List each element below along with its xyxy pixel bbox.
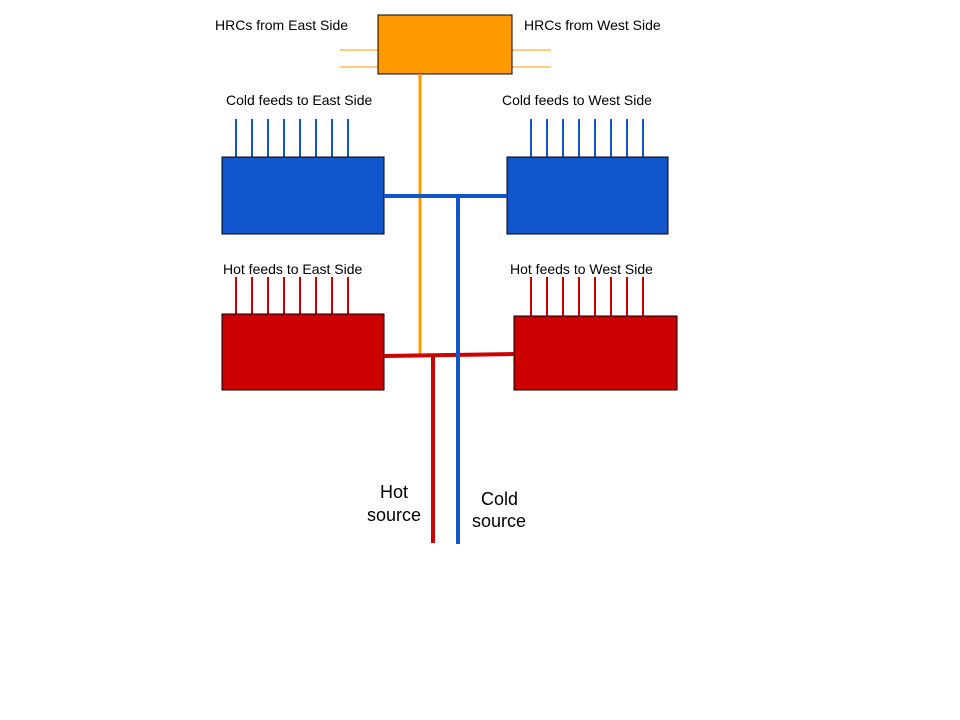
hrc-manifold-box bbox=[377, 14, 513, 75]
hot-west-label: Hot feeds to West Side bbox=[510, 261, 653, 277]
cold-east-feed-lines bbox=[235, 119, 349, 157]
hot-west-manifold bbox=[513, 315, 678, 391]
hot-source-label-line1: Hot bbox=[380, 482, 408, 502]
cold-east-label: Cold feeds to East Side bbox=[226, 92, 373, 108]
hot-east-manifold bbox=[221, 313, 385, 391]
cold-west-manifold bbox=[506, 156, 669, 235]
hot-header-pipe bbox=[383, 352, 515, 358]
cold-west-label: Cold feeds to West Side bbox=[502, 92, 652, 108]
hot-west-feed-lines bbox=[530, 277, 644, 316]
hrc-west-label: HRCs from West Side bbox=[524, 17, 661, 33]
cold-west-feed-lines bbox=[530, 119, 644, 157]
hrc-manifold-group bbox=[340, 14, 551, 75]
cold-source-label-line1: Cold bbox=[481, 489, 518, 509]
hrc-east-label: HRCs from East Side bbox=[215, 17, 348, 33]
hot-source-label-line2: source bbox=[367, 505, 421, 525]
hot-east-feed-lines bbox=[235, 277, 349, 314]
cold-source-label-line2: source bbox=[472, 511, 526, 531]
hot-east-label: Hot feeds to East Side bbox=[223, 261, 363, 277]
cold-east-manifold bbox=[221, 156, 385, 235]
